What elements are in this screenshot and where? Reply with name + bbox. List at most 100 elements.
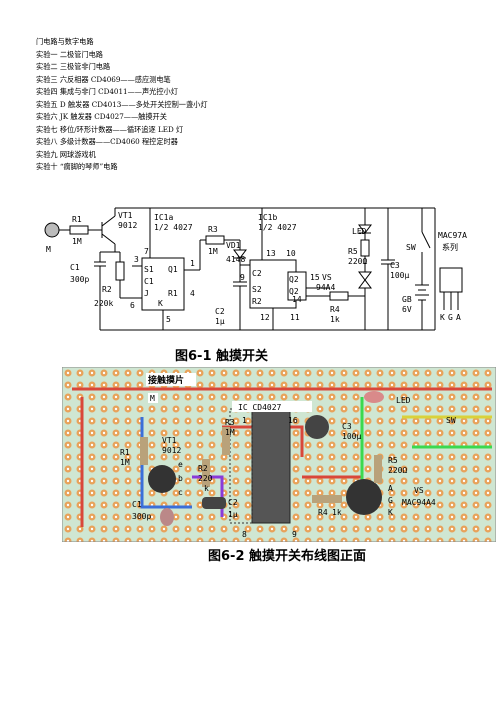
vt1-label: VT1 [118,211,133,220]
toc-item[interactable]: 实验三 六反相器 CD4069——感应测电笔 [36,74,171,84]
vs-label: VS [322,273,332,282]
touch-plate-label: 接触摸片 [148,374,184,386]
pin-3: 3 [134,255,139,264]
vt1-label: VT1 [162,436,177,445]
pin-8: 8 [242,530,247,539]
c1-label: C1 [132,500,142,509]
vs-value: MAC94A4 [402,498,436,507]
figure-6-2-caption: 图6-2 触摸开关布线图正面 [208,549,367,564]
r4-value: 1k [332,508,342,517]
r3-value: 1M [208,247,218,256]
gb-label: GB [402,295,412,304]
r3-label: R3 [208,225,218,234]
r1-pin: R1 [168,289,178,298]
s1-pin: S1 [144,265,154,274]
q2bar-pin: Q2 [289,287,299,296]
c2-label: C2 [215,307,225,316]
figure-6-1-caption: 图6-1 触摸开关 [175,349,269,364]
toc-item[interactable]: 实验四 集成与非门 CD4011——声光控小灯 [36,87,178,96]
a-pin: A [388,484,393,493]
series-label: 系列 [442,242,458,252]
toc-item[interactable]: 实验五 D 触发器 CD4013——多处开关控制一盏小灯 [36,99,208,109]
pin-9: 9 [292,530,297,539]
pin-11: 11 [290,313,300,322]
pin-12: 12 [260,313,270,322]
e-pin: e [178,460,183,469]
toc-heading: 门电路与数字电路 [36,37,94,46]
pin-10: 10 [286,249,296,258]
r2-pin: R2 [252,297,262,306]
pin-7: 7 [144,247,149,256]
r3-label: R3 [225,418,235,427]
r2-value: 220k [94,299,113,308]
r4-value: 1k [330,315,340,324]
r5-value: 220Ω [348,257,367,266]
vd1-value: 4148 [226,255,245,264]
gb-value: 6V [402,305,412,314]
c2-label: C2 [228,498,238,507]
mac97a-label: MAC97A [438,231,467,240]
r2-unit: k [204,484,209,493]
c1-value: 300p [70,275,89,284]
c1-value: 300p [132,512,151,521]
m-label: M [150,394,155,403]
c3-value: 100μ [390,271,409,280]
pin-16: 16 [288,416,298,425]
schematic-diagram: M R1 1M VT1 9012 IC1a 1/2 4027 IC1b 1/2 … [44,207,467,331]
c1-label: C1 [70,263,80,272]
r2-value: 220 [198,474,213,483]
toc-item[interactable]: 实验一 二极管门电路 [36,49,103,59]
pin-6: 6 [130,301,135,310]
triac-a-pin: A [456,313,461,322]
c3-value: 100μ [342,432,361,441]
ic1a-fraction: 1/2 4027 [154,223,193,232]
toc-item[interactable]: 实验八 多级计数器——CD4060 程控定时器 [36,137,178,146]
vs-value: 94A4 [316,283,335,292]
b-pin: b [178,474,183,483]
c3-label: C3 [390,261,400,270]
g-pin: G [388,496,393,505]
led-label: LED [352,227,367,236]
q1-pin: Q1 [168,265,178,274]
vs-label: VS [414,486,424,495]
vd1-label: VD1 [226,241,241,250]
q2-pin: Q2 [289,275,299,284]
toc-item[interactable]: 实验十 “瘸脚的琴师”电路 [36,162,118,171]
ic1a-label: IC1a [154,213,173,222]
pin-14: 14 [292,295,302,304]
r1-value: 1M [72,237,82,246]
pin-9: 9 [240,273,245,282]
r5-label: R5 [348,247,358,256]
pin-5: 5 [166,315,171,324]
c3-label: C3 [342,422,352,431]
r1-value: 1M [120,458,130,467]
r2-label: R2 [102,285,112,294]
sw-label: SW [446,416,456,425]
pin-1: 1 [242,416,247,425]
r4-label: R4 [318,508,328,517]
sw-label: SW [406,243,416,252]
c2-pin: C2 [252,269,262,278]
r5-label: R5 [388,456,398,465]
j-pin: J [144,289,149,298]
toc-item[interactable]: 实验六 JK 触发器 CD4027——触摸开关 [36,112,167,121]
vt1-value: 9012 [118,221,137,230]
k-pin: K [388,508,393,517]
m-label: M [46,245,51,254]
ic1b-label: IC1b [258,213,277,222]
r4-label: R4 [330,305,340,314]
ic1b-fraction: 1/2 4027 [258,223,297,232]
led-label: LED [396,396,411,405]
s2-pin: S2 [252,285,262,294]
pin-1: 1 [190,259,195,268]
r1-label: R1 [72,215,82,224]
toc-item[interactable]: 实验九 网球游戏机 [36,149,96,159]
r5-value: 220Ω [388,466,407,475]
r3-value: 1M [225,428,235,437]
c1-pin: C1 [144,277,154,286]
toc-item[interactable]: 实验二 三极管非门电路 [36,62,111,71]
triac-k-pin: K [440,313,445,322]
c-pin: c [178,488,183,497]
triac-g-pin: G [448,313,453,322]
toc-item[interactable]: 实验七 移位/环形计数器——循环追逐 LED 灯 [36,124,184,134]
